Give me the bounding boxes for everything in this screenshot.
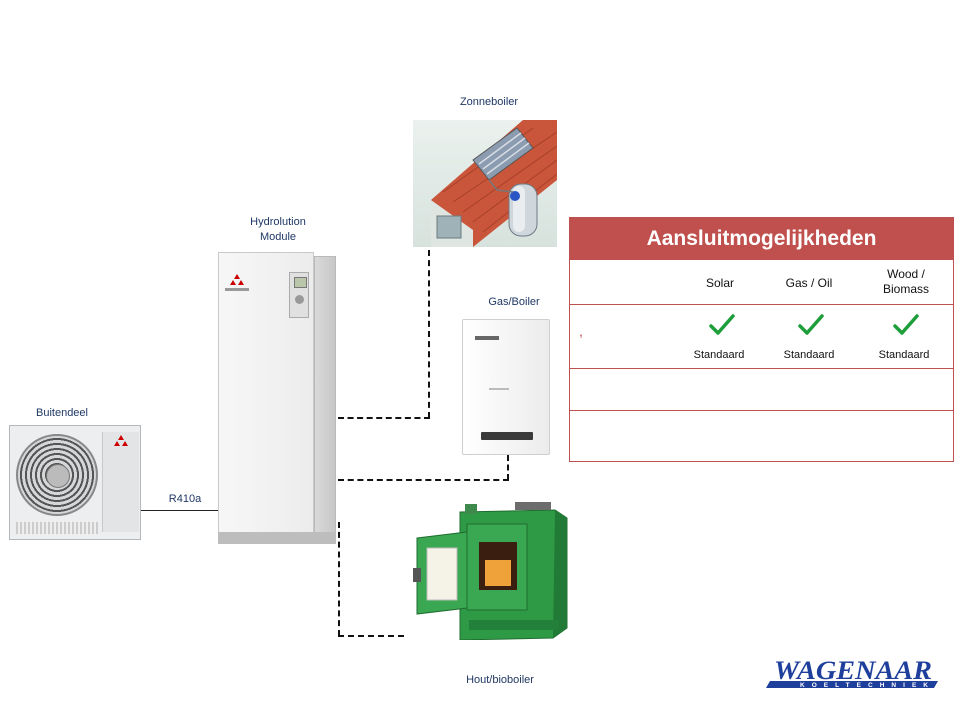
- fan-icon: [16, 434, 98, 516]
- gas-connector-vertical: [507, 455, 509, 480]
- checkmark-icon: [798, 314, 824, 335]
- label-refrigerant: R410a: [168, 493, 202, 505]
- gas-boiler-image: [462, 319, 550, 455]
- checkmark-icon: [709, 314, 735, 335]
- solar-connector-vertical: [428, 250, 430, 418]
- mitsubishi-logo-icon: [114, 435, 128, 446]
- connection-options-table: Aansluitmogelijkheden Solar Gas / Oil Wo…: [569, 217, 954, 462]
- label-hydrolution-line1: Hydrolution: [250, 216, 306, 228]
- wood-boiler-image: [405, 500, 575, 641]
- column-header-wood-biomass: Wood / Biomass: [882, 267, 929, 296]
- gas-connector-horizontal: [338, 479, 509, 481]
- label-buitendeel: Buitendeel: [36, 407, 88, 419]
- cell-solar-standaard: Standaard: [693, 349, 745, 361]
- mitsubishi-logo-icon: [225, 274, 249, 291]
- logo-name: WAGENAAR: [774, 656, 932, 685]
- column-header-gas-oil: Gas / Oil: [785, 276, 833, 290]
- solar-connector-horizontal: [338, 417, 430, 419]
- cell-wood-biomass-standaard: Standaard: [878, 349, 930, 361]
- wood-connector-horizontal: [338, 635, 404, 637]
- table-title: Aansluitmogelijkheden: [570, 218, 953, 260]
- hydrolution-module-image: [218, 252, 338, 544]
- label-zonneboiler: Zonneboiler: [459, 96, 519, 108]
- row-mark: ,: [579, 323, 583, 339]
- wood-connector-vertical: [338, 522, 340, 636]
- label-hydrolution-line2: Module: [259, 231, 297, 243]
- wagenaar-logo: WAGENAAR KOELTECHNIEK: [762, 655, 940, 691]
- solar-boiler-image: [413, 120, 557, 247]
- label-hout-bioboiler: Hout/bioboiler: [466, 674, 534, 686]
- refrigerant-line: [141, 510, 219, 511]
- column-header-solar: Solar: [705, 276, 734, 290]
- control-panel: [289, 272, 309, 318]
- outdoor-unit-image: [9, 425, 141, 540]
- label-gas-boiler: Gas/Boiler: [488, 296, 540, 308]
- cell-gas-oil-standaard: Standaard: [783, 349, 835, 361]
- checkmark-icon: [893, 314, 919, 335]
- label-hydrolution: Hydrolution Module: [228, 215, 328, 245]
